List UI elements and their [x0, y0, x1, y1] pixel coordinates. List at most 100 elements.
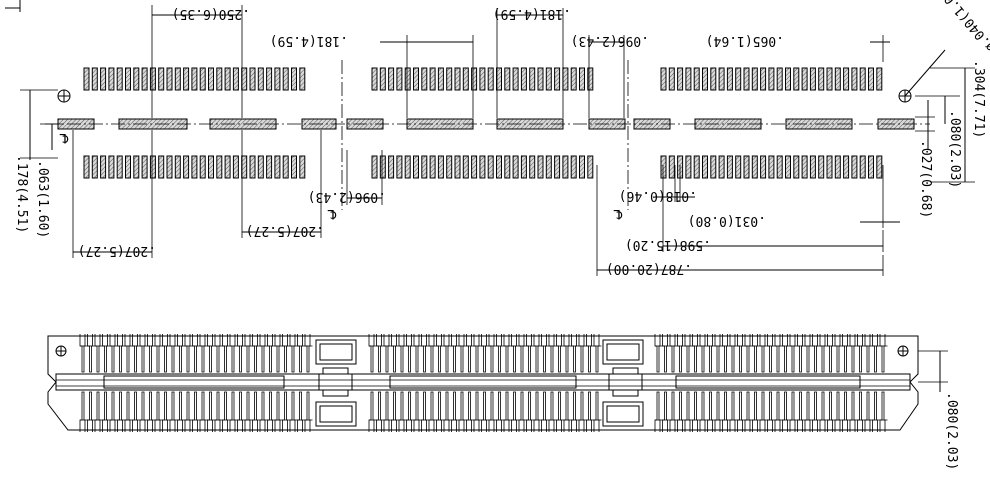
contact-lower [252, 391, 258, 432]
pad [437, 67, 444, 91]
pad [91, 155, 98, 179]
dim-027: .027(0.68) [918, 140, 933, 218]
pad [843, 155, 850, 179]
contact-upper [199, 334, 206, 373]
pad [371, 155, 378, 179]
pad [726, 155, 733, 179]
pad [404, 67, 411, 91]
pad [785, 67, 791, 91]
contact-upper [109, 334, 116, 373]
pad [183, 67, 190, 91]
contact-lower [654, 391, 661, 432]
pad [710, 155, 717, 179]
contact-lower [782, 391, 788, 432]
contact-upper [406, 334, 412, 373]
pad [529, 155, 536, 179]
pad [379, 155, 386, 179]
contact-upper [526, 334, 532, 373]
pad [208, 67, 214, 91]
pad [579, 67, 585, 91]
centerline-symbol: ℄ [59, 130, 69, 145]
pad [241, 155, 248, 179]
pad [562, 67, 569, 91]
pad [768, 67, 775, 91]
pad [496, 155, 502, 179]
pad [379, 67, 386, 91]
dim-018: .018(0.46) [619, 188, 697, 203]
contact-lower [496, 391, 502, 432]
pad [437, 155, 444, 179]
pad [693, 155, 700, 179]
pad [735, 155, 742, 179]
pad-row-lower [83, 155, 883, 179]
pad [141, 67, 148, 91]
contact-upper [391, 334, 397, 373]
contact-upper [496, 334, 502, 373]
contact-upper [383, 334, 390, 373]
contact-upper [714, 334, 721, 373]
contact-lower [677, 391, 683, 432]
pad [512, 155, 519, 179]
pad [479, 155, 486, 179]
pad [868, 67, 874, 91]
contact-upper [297, 334, 303, 373]
contact-lower [526, 391, 532, 432]
contact-lower [834, 391, 841, 432]
side-contact-rows [79, 334, 888, 432]
contact-lower [443, 391, 450, 432]
contact-upper [503, 334, 510, 373]
contact-lower [154, 391, 161, 432]
pad [149, 155, 156, 179]
pad [274, 67, 281, 91]
pad [859, 155, 866, 179]
contact-upper [79, 334, 86, 373]
pad [851, 155, 858, 179]
pad [834, 67, 841, 91]
pad [693, 67, 700, 91]
rail-insert-3 [675, 375, 861, 389]
contact-lower [864, 391, 871, 432]
dim-207-left: .207(5.27) [78, 243, 156, 258]
contact-upper [767, 334, 773, 373]
pad [100, 67, 107, 91]
pad [677, 67, 684, 91]
contact-lower [139, 391, 146, 432]
contact-lower [556, 391, 562, 432]
contact-upper [222, 334, 228, 373]
contact-upper [737, 334, 743, 373]
dim-178: .178(4.51) [14, 155, 29, 233]
pad [413, 67, 419, 91]
pad [158, 67, 165, 91]
pad [562, 155, 569, 179]
contact-upper [267, 334, 273, 373]
contact-lower [304, 391, 311, 432]
contact-upper [192, 334, 198, 373]
contact-upper [229, 334, 236, 373]
pad [454, 67, 461, 91]
dim-096-top: .096(2.43) [571, 33, 649, 48]
pad [760, 67, 767, 91]
contact-upper [443, 334, 450, 373]
pad [116, 155, 123, 179]
contact-upper [662, 334, 668, 373]
contact-upper [744, 334, 751, 373]
pad [760, 155, 767, 179]
dim-065: .065(1.64) [706, 33, 784, 48]
pad [396, 155, 403, 179]
contact-upper [879, 334, 886, 373]
contact-upper [124, 334, 131, 373]
pad [726, 67, 733, 91]
contact-lower [289, 391, 296, 432]
pad [660, 67, 667, 91]
pad [282, 155, 289, 179]
pad [274, 155, 281, 179]
pad [504, 67, 511, 91]
contact-upper [677, 334, 683, 373]
pad [191, 155, 198, 179]
pad [224, 155, 231, 179]
contact-upper [87, 334, 93, 373]
pad [429, 67, 436, 91]
pad [668, 67, 675, 91]
pad [660, 155, 667, 179]
contact-lower [79, 391, 86, 432]
